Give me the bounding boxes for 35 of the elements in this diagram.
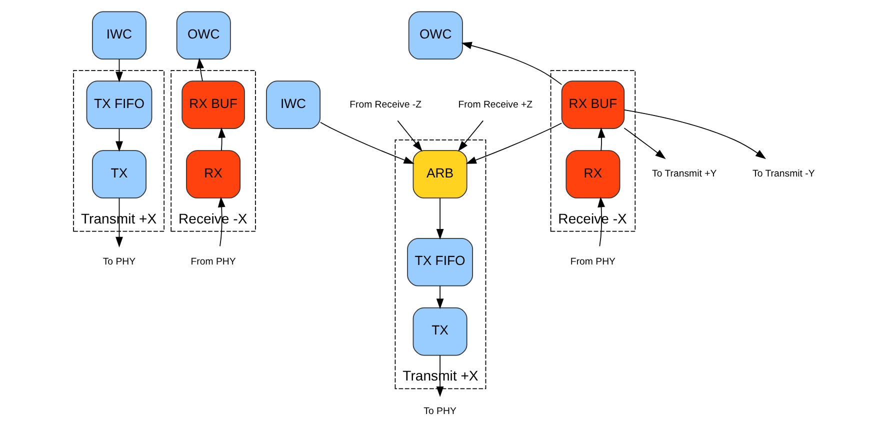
node-text: To PHY (102, 256, 136, 268)
arrow (461, 42, 562, 85)
node-box: OWC (408, 11, 463, 60)
node-text: To Transmit +Y (652, 168, 717, 180)
node-box: RX BUF (182, 80, 245, 129)
node-text: To PHY (424, 406, 456, 417)
arrow (218, 127, 226, 151)
arrow (116, 58, 123, 82)
node-box: TX FIFO (407, 238, 473, 286)
arrow (598, 127, 606, 151)
arrow (320, 122, 414, 164)
node-text: To Transmit -Y (752, 168, 815, 180)
node-box: TX (92, 150, 146, 198)
arrow (436, 285, 444, 310)
arrow (466, 122, 562, 164)
node-box: ARB (412, 150, 468, 198)
node-box: IWC (266, 80, 321, 129)
arrow (458, 120, 484, 152)
node-box: RX BUF (561, 80, 625, 129)
node-box: OWC (176, 11, 231, 60)
node-box: TX (412, 307, 468, 356)
arrow (196, 58, 204, 82)
node-box: RX (186, 150, 241, 198)
node-text: From PHY (570, 256, 616, 268)
node-box: TX FIFO (86, 80, 152, 129)
node-box: RX (566, 150, 620, 198)
arrow (116, 128, 123, 152)
arrow (397, 120, 422, 152)
arrow (624, 128, 666, 160)
arrow (624, 110, 766, 160)
arrow (436, 198, 444, 240)
node-text: From PHY (190, 256, 236, 268)
node-text: From Receive -Z (350, 99, 422, 110)
node-box: IWC (92, 11, 146, 60)
node-text: From Receive +Z (458, 99, 533, 110)
